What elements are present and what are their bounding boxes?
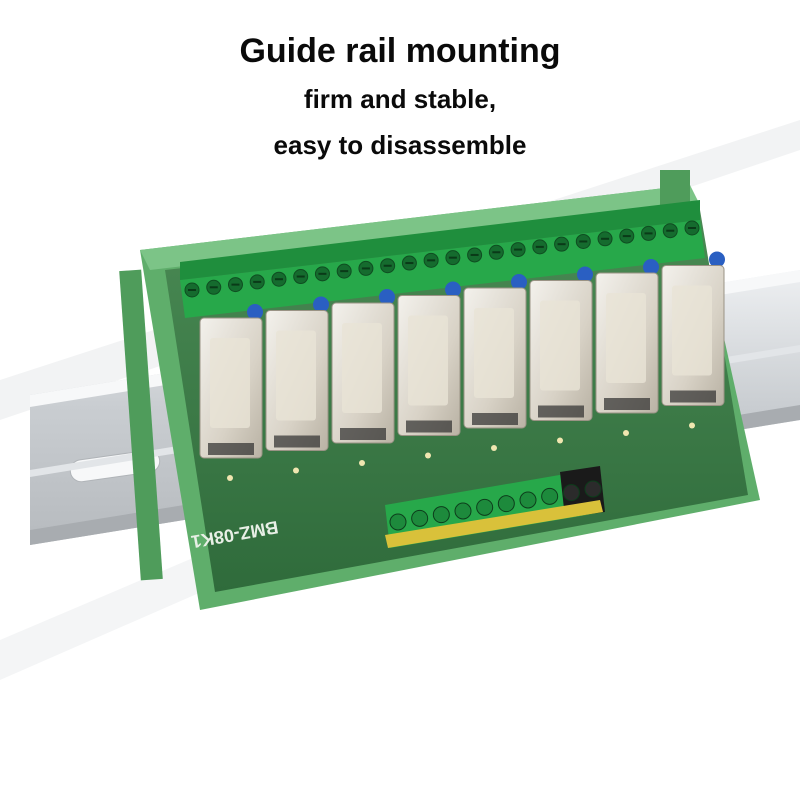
terminal-screw — [562, 484, 580, 502]
headline-subtitle-2: easy to disassemble — [273, 130, 527, 160]
top-terminal-block — [180, 200, 705, 318]
indicator-led — [623, 430, 629, 436]
terminal-screw — [519, 491, 537, 509]
terminal-screw — [497, 495, 515, 513]
capacitor — [511, 274, 527, 290]
bottom-terminal-block — [385, 466, 605, 548]
indicator-led — [293, 467, 299, 474]
terminal-screw — [389, 513, 407, 531]
terminal-screw — [541, 487, 559, 505]
indicator-led — [227, 475, 233, 481]
relay-array — [199, 251, 725, 481]
terminal-screw — [584, 480, 602, 498]
terminal-screw — [476, 498, 494, 516]
capacitor — [643, 259, 659, 275]
indicator-led — [491, 445, 497, 451]
capacitor — [577, 266, 593, 283]
capacitor — [379, 289, 395, 305]
indicator-led — [689, 422, 695, 429]
terminal-screw — [454, 502, 472, 520]
terminal-screw — [432, 506, 450, 524]
indicator-led — [425, 452, 431, 459]
capacitor — [313, 296, 329, 313]
terminal-screw — [411, 509, 429, 527]
capacitor — [247, 304, 263, 320]
headline-subtitle-1: firm and stable, — [303, 84, 497, 114]
capacitor — [445, 281, 461, 298]
capacitor — [709, 251, 725, 268]
headline-title: Guide rail mounting — [239, 32, 561, 70]
indicator-led — [557, 437, 563, 444]
indicator-led — [359, 460, 365, 466]
